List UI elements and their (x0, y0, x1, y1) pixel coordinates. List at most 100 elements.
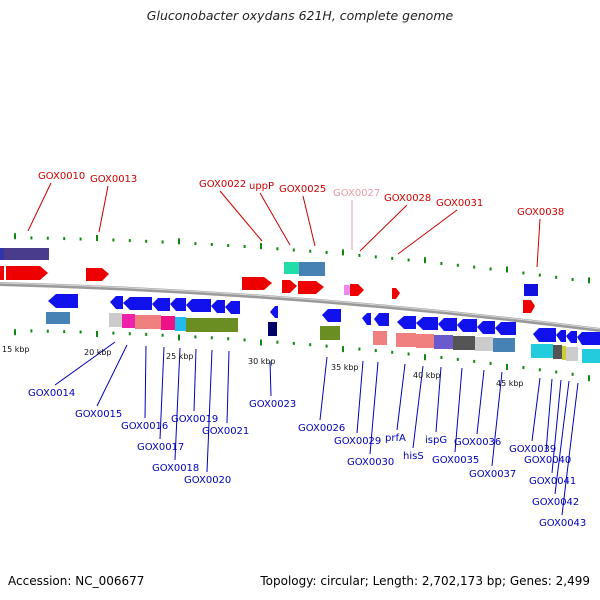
feature-gox0018-block[interactable] (175, 317, 186, 331)
feature-gox0010-rna[interactable] (0, 248, 6, 260)
gene-label-gox0014[interactable]: GOX0014 (28, 388, 75, 399)
gene-label-gox0041[interactable]: GOX0041 (529, 476, 576, 487)
feature-gox0010-block[interactable] (4, 248, 49, 260)
gene-label-gox0016[interactable]: GOX0016 (121, 421, 168, 432)
leader-line (96, 344, 128, 407)
feature-gox0031-arrow[interactable] (392, 288, 400, 299)
feature-gox0043-block[interactable] (582, 349, 600, 363)
feature-gox0015-block[interactable] (109, 313, 122, 327)
feature-gox0019-arrow[interactable] (186, 299, 211, 312)
feature-gox0016-block-a[interactable] (122, 314, 135, 328)
gene-label-gox0022[interactable]: GOX0022 (199, 179, 246, 190)
gene-label-gox0029[interactable]: GOX0029 (334, 436, 381, 447)
gene-label-gox0035[interactable]: GOX0035 (432, 455, 479, 466)
feature-gox0013-arrow[interactable] (86, 268, 109, 281)
gene-label-prfa[interactable]: prfA (385, 433, 406, 444)
ring-tick (358, 253, 361, 257)
feature-hiss-block[interactable] (416, 334, 434, 348)
gene-label-gox0030[interactable]: GOX0030 (347, 457, 394, 468)
feature-gox0028-arrow[interactable] (350, 284, 364, 296)
feature-gox0041-block[interactable] (562, 346, 566, 360)
gene-label-gox0015[interactable]: GOX0015 (75, 409, 122, 420)
gene-label-hiss[interactable]: hisS (403, 451, 424, 462)
feature-gox0029-arrow[interactable] (362, 313, 371, 325)
feature-gox0019-block[interactable] (186, 318, 211, 332)
feature-gox0025-arrow[interactable] (298, 281, 324, 294)
feature-gox0021-arrow[interactable] (225, 301, 240, 314)
gene-label-gox0023[interactable]: GOX0023 (249, 399, 296, 410)
feature-gox0022-arrow[interactable] (242, 277, 272, 290)
feature-gox0023-arrow[interactable] (270, 306, 278, 318)
feature-gox0037-arrow[interactable] (495, 322, 516, 335)
feature-prfa-arrow[interactable] (397, 316, 416, 329)
feature-gox0036-arrow[interactable] (477, 321, 495, 334)
feature-gox0015-arrow[interactable] (110, 296, 123, 309)
feature-gox0036-block[interactable] (475, 337, 493, 351)
feature-gox0026-block[interactable] (320, 326, 340, 340)
feature-gox0040-arrow[interactable] (556, 330, 566, 342)
gene-label-gox0042[interactable]: GOX0042 (532, 497, 579, 508)
feature-gox0042-arrow[interactable] (577, 332, 600, 345)
feature-gox0035-block[interactable] (453, 336, 475, 350)
feature-gox0030-block[interactable] (373, 331, 387, 345)
genome-backbone-highlight (0, 282, 600, 330)
feature-gox0020-block[interactable] (211, 318, 238, 332)
feature-gox0014-arrow[interactable] (48, 294, 78, 308)
upper-tick-ring (14, 233, 590, 284)
feature-gox0026-arrow[interactable] (322, 309, 341, 322)
feature-gox0020-arrow[interactable] (211, 300, 225, 313)
feature-gox0017-arrow[interactable] (152, 298, 170, 311)
gene-label-gox0037[interactable]: GOX0037 (469, 469, 516, 480)
feature-gox0039-block[interactable] (531, 344, 553, 358)
gene-label-gox0027[interactable]: GOX0027 (333, 188, 380, 199)
feature-hiss-arrow[interactable] (416, 317, 438, 330)
feature-ispg-block[interactable] (434, 335, 453, 349)
gene-label-gox0017[interactable]: GOX0017 (137, 442, 184, 453)
feature-gox0038-blue[interactable] (524, 284, 538, 296)
ring-tick (424, 354, 426, 361)
gene-label-gox0040[interactable]: GOX0040 (524, 455, 571, 466)
feature-gox0025-cyan[interactable] (284, 262, 299, 274)
gene-label-gox0031[interactable]: GOX0031 (436, 198, 483, 209)
gene-label-gox0039[interactable]: GOX0039 (509, 444, 556, 455)
gene-label-gox0025[interactable]: GOX0025 (279, 184, 326, 195)
feature-gox0037-block[interactable] (493, 338, 515, 352)
feature-gox0016-arrow[interactable] (123, 297, 152, 310)
gene-label-gox0043[interactable]: GOX0043 (539, 518, 586, 529)
feature-gox0035-arrow[interactable] (457, 319, 477, 332)
feature-gox0016-block-b[interactable] (135, 315, 161, 329)
ring-tick (440, 356, 443, 359)
gene-label-gox0010[interactable]: GOX0010 (38, 171, 85, 182)
feature-gox0017-block[interactable] (161, 316, 175, 330)
leader-line (396, 363, 406, 431)
feature-gox0010-arrow[interactable] (0, 266, 4, 280)
gene-label-gox0019[interactable]: GOX0019 (171, 414, 218, 425)
gene-label-gox0020[interactable]: GOX0020 (184, 475, 231, 486)
feature-gox0040-block[interactable] (553, 345, 562, 359)
feature-gox0030-arrow[interactable] (374, 313, 389, 326)
feature-gox0038-arrow[interactable] (523, 300, 535, 313)
gene-label-gox0021[interactable]: GOX0021 (202, 426, 249, 437)
leader-line (159, 346, 165, 440)
gene-label-gox0038[interactable]: GOX0038 (517, 207, 564, 218)
leader-line (531, 377, 541, 442)
feature-gox0039-arrow[interactable] (533, 328, 556, 342)
feature-gox0027-arrow[interactable] (344, 285, 351, 295)
gene-label-ispg[interactable]: ispG (425, 435, 447, 446)
feature-gox0025-steel[interactable] (299, 262, 325, 276)
gene-label-uppp[interactable]: uppP (249, 181, 274, 192)
feature-gox0018-arrow[interactable] (170, 298, 186, 311)
feature-gox0042-block[interactable] (566, 347, 578, 361)
feature-uppp-arrow[interactable] (282, 280, 297, 293)
gene-label-gox0026[interactable]: GOX0026 (298, 423, 345, 434)
feature-ispg-arrow[interactable] (438, 318, 457, 331)
gene-label-gox0013[interactable]: GOX0013 (90, 174, 137, 185)
feature-gox0014-block[interactable] (46, 312, 70, 324)
feature-gox0011-arrow[interactable] (6, 266, 48, 280)
feature-prfa-block[interactable] (396, 333, 416, 347)
feature-gox0041-arrow[interactable] (566, 331, 577, 343)
gene-label-gox0036[interactable]: GOX0036 (454, 437, 501, 448)
gene-label-gox0018[interactable]: GOX0018 (152, 463, 199, 474)
feature-gox0023-block[interactable] (268, 322, 277, 336)
gene-label-gox0028[interactable]: GOX0028 (384, 193, 431, 204)
